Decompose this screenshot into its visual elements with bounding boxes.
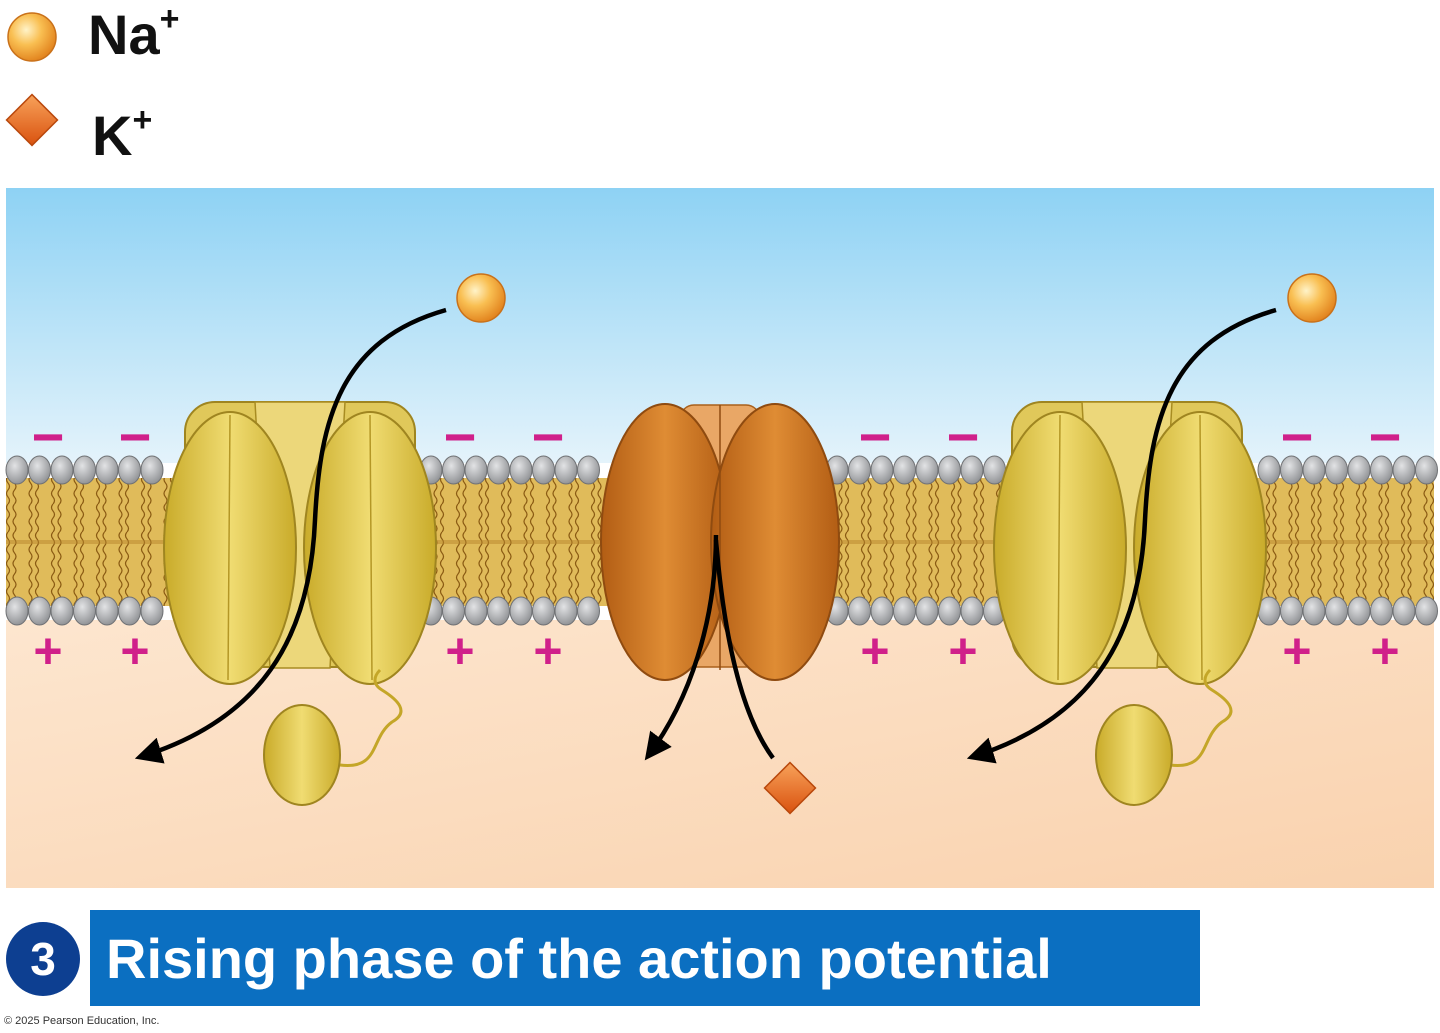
- negative-charge-sign: −: [119, 405, 152, 468]
- negative-charge-sign: −: [32, 405, 65, 468]
- positive-charge-sign: +: [860, 623, 889, 679]
- inactivation-gate-right: [1095, 704, 1173, 806]
- step-number-badge: 3: [6, 922, 80, 996]
- na-channel-right: [993, 401, 1267, 806]
- na-influx-arrow-right: [966, 307, 1277, 764]
- k-ion-inside: [763, 761, 817, 815]
- negative-charge-sign: −: [859, 405, 892, 468]
- phospholipid-head: [487, 596, 510, 626]
- na-influx-arrow-left: [134, 307, 447, 764]
- phospholipid-head: [577, 455, 600, 485]
- phospholipid-head: [1325, 596, 1348, 626]
- phospholipid-head: [1280, 596, 1303, 626]
- phospholipid-head: [118, 596, 141, 626]
- phospholipid-head: [1347, 596, 1371, 626]
- phospholipid-head: [5, 455, 29, 485]
- phospholipid-head: [464, 596, 488, 626]
- phospholipid-head: [1415, 596, 1438, 626]
- copyright-notice: © 2025 Pearson Education, Inc.: [4, 1015, 160, 1027]
- phospholipid-head: [1302, 596, 1326, 626]
- phospholipid-head: [95, 596, 119, 626]
- phospholipid-head: [870, 596, 894, 626]
- positive-charge-sign: +: [533, 623, 562, 679]
- phospholipid-head: [50, 596, 74, 626]
- k-path-arrow-down: [644, 534, 719, 761]
- phospholipid-head: [442, 596, 465, 626]
- phospholipid-head: [509, 596, 533, 626]
- phospholipid-head: [487, 455, 510, 485]
- positive-charge-sign: +: [1282, 623, 1311, 679]
- positive-charge-sign: +: [445, 623, 474, 679]
- phospholipid-head: [915, 455, 939, 485]
- negative-charge-sign: −: [1281, 405, 1314, 468]
- phospholipid-head: [1415, 455, 1438, 485]
- phospholipid-head: [1392, 596, 1416, 626]
- inactivation-gate-left: [263, 704, 341, 806]
- legend: Na+ K+: [5, 0, 179, 167]
- negative-charge-sign: −: [947, 405, 980, 468]
- phospholipid-head: [140, 596, 164, 626]
- step-title: Rising phase of the action potential: [106, 926, 1052, 990]
- phospholipid-head: [848, 596, 871, 626]
- phospholipid-heads: [5, 455, 1438, 626]
- phospholipid-head: [73, 596, 96, 626]
- phospholipid-head: [893, 596, 916, 626]
- phospholipid-head: [960, 596, 984, 626]
- na-ion-icon: [7, 12, 57, 62]
- phospholipid-head: [938, 596, 961, 626]
- negative-charge-sign: −: [444, 405, 477, 468]
- positive-charge-sign: +: [948, 623, 977, 679]
- phospholipid-head: [73, 455, 96, 485]
- negative-charge-sign: −: [1369, 405, 1402, 468]
- legend-k-label: K+: [92, 101, 152, 167]
- negative-charge-sign: −: [532, 405, 565, 468]
- legend-na-label: Na+: [88, 0, 179, 66]
- phospholipid-head: [1325, 455, 1348, 485]
- phospholipid-head: [554, 596, 578, 626]
- k-ion-icon: [5, 93, 59, 147]
- k-path-arrow-up: [713, 539, 775, 760]
- step-caption: Rising phase of the action potential: [90, 910, 1200, 1006]
- phospholipid-head: [1370, 596, 1393, 626]
- phospholipid-head: [1257, 455, 1281, 485]
- phospholipid-head: [577, 596, 600, 626]
- phospholipid-head: [532, 596, 555, 626]
- na-ion-left: [456, 273, 506, 323]
- positive-charge-sign: +: [120, 623, 149, 679]
- membrane-charges: − + − + − + − + − + − + − + − +: [32, 405, 1402, 679]
- phospholipid-head: [5, 596, 29, 626]
- phospholipid-head: [893, 455, 916, 485]
- phospholipid-head: [509, 455, 533, 485]
- legend-na-item: Na+: [7, 0, 179, 66]
- phospholipid-head: [95, 455, 119, 485]
- na-ion-right: [1287, 273, 1337, 323]
- phospholipid-head: [915, 596, 939, 626]
- k-channel-middle: [600, 403, 840, 681]
- na-channel-left: [163, 401, 437, 806]
- phospholipid-head: [28, 596, 51, 626]
- legend-k-item: K+: [5, 93, 152, 167]
- phospholipid-head: [1347, 455, 1371, 485]
- positive-charge-sign: +: [1370, 623, 1399, 679]
- phospholipid-head: [140, 455, 164, 485]
- positive-charge-sign: +: [33, 623, 62, 679]
